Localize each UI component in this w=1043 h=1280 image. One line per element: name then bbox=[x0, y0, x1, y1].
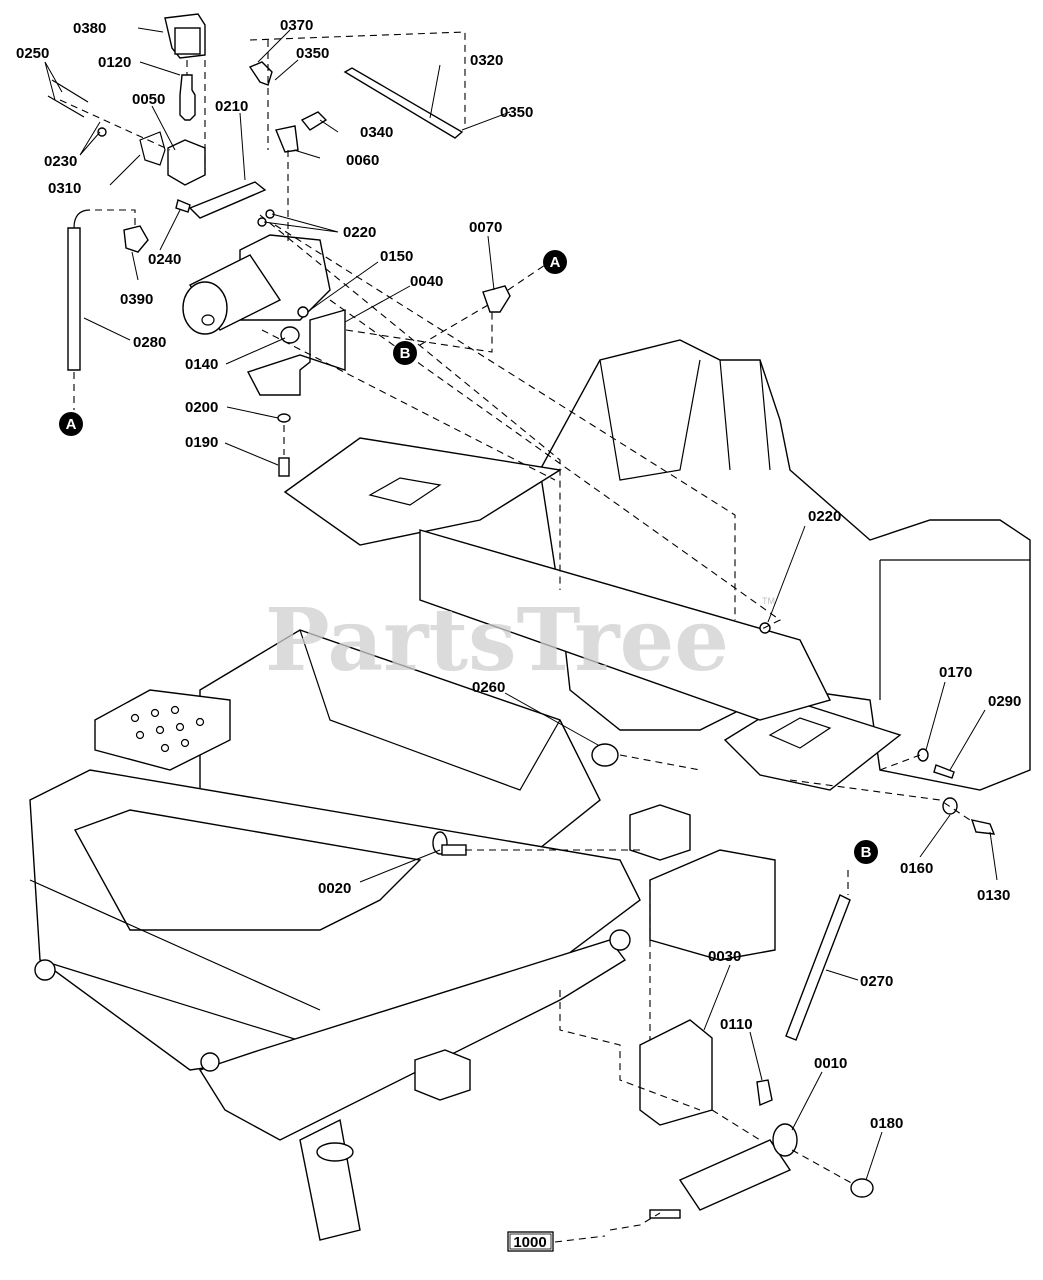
elbow-fitting-0390 bbox=[123, 225, 149, 253]
nut-0220-top bbox=[265, 209, 275, 219]
mower-frame bbox=[29, 339, 1031, 1241]
hose-0270 bbox=[785, 894, 851, 1041]
hydraulic-pump-motor bbox=[182, 234, 331, 335]
elbow-fitting-0060 bbox=[275, 125, 299, 153]
washer-0200 bbox=[277, 413, 291, 423]
spacer-0140 bbox=[280, 326, 300, 344]
callout-0030[interactable]: 0030 bbox=[708, 948, 741, 965]
bolt-0020 bbox=[432, 831, 467, 856]
elbow-fitting-0370 bbox=[248, 61, 273, 86]
plate-0030 bbox=[639, 1019, 713, 1126]
nut-0180 bbox=[850, 1178, 874, 1198]
svg-text:A: A bbox=[550, 254, 561, 271]
callout-0370[interactable]: 0370 bbox=[280, 17, 313, 34]
washer-0160 bbox=[942, 797, 958, 815]
bracket-0210 bbox=[188, 181, 267, 219]
callout-0350[interactable]: 0350 bbox=[296, 45, 329, 62]
callout-0390[interactable]: 0390 bbox=[120, 291, 153, 308]
bolt-0250 bbox=[47, 79, 89, 118]
callout-0160[interactable]: 0160 bbox=[900, 860, 933, 877]
partstree-watermark: PartsTree bbox=[265, 590, 729, 691]
callout-0140[interactable]: 0140 bbox=[185, 356, 218, 373]
fitting-0110 bbox=[756, 1079, 773, 1106]
callout-0250[interactable]: 0250 bbox=[16, 45, 49, 62]
callout-0130[interactable]: 0130 bbox=[977, 887, 1010, 904]
callout-0290[interactable]: 0290 bbox=[988, 693, 1021, 710]
svg-text:A: A bbox=[66, 416, 77, 433]
callout-0020[interactable]: 0020 bbox=[318, 880, 351, 897]
callout-0270[interactable]: 0270 bbox=[860, 973, 893, 990]
callout-0200[interactable]: 0200 bbox=[185, 399, 218, 416]
callout-0210[interactable]: 0210 bbox=[215, 98, 248, 115]
connector-badge-b-hose[interactable]: B bbox=[854, 840, 878, 864]
callout-0220[interactable]: 0220 bbox=[343, 224, 376, 241]
washer-0170 bbox=[917, 748, 929, 762]
connector-badge-b-top[interactable]: B bbox=[393, 341, 417, 365]
callout-0190[interactable]: 0190 bbox=[185, 434, 218, 451]
callout-0040[interactable]: 0040 bbox=[410, 273, 443, 290]
callout-0310[interactable]: 0310 bbox=[48, 180, 81, 197]
callout-0260[interactable]: 0260 bbox=[472, 679, 505, 696]
callout-0050[interactable]: 0050 bbox=[132, 91, 165, 108]
tube-0320 bbox=[343, 67, 464, 139]
callout-0070[interactable]: 0070 bbox=[469, 219, 502, 236]
fitting-0340 bbox=[300, 111, 328, 131]
bolt-0190 bbox=[278, 457, 290, 477]
svg-text:B: B bbox=[400, 345, 411, 362]
callout-0230[interactable]: 0230 bbox=[44, 153, 77, 170]
washer-0150 bbox=[297, 306, 309, 318]
screw-0240 bbox=[175, 199, 191, 213]
connector-badge-a-hose[interactable]: A bbox=[59, 412, 83, 436]
callout-0320[interactable]: 0320 bbox=[470, 52, 503, 69]
leader-lines bbox=[44, 27, 998, 1181]
callout-0380[interactable]: 0380 bbox=[73, 20, 106, 37]
svg-text:1000: 1000 bbox=[513, 1234, 546, 1251]
callout-0220-frame[interactable]: 0220 bbox=[808, 508, 841, 525]
tee-fitting-0070 bbox=[482, 285, 511, 313]
callout-0340[interactable]: 0340 bbox=[360, 124, 393, 141]
callout-0350-right[interactable]: 0350 bbox=[500, 104, 533, 121]
callout-0150[interactable]: 0150 bbox=[380, 248, 413, 265]
callout-0240[interactable]: 0240 bbox=[148, 251, 181, 268]
solenoid-coil-0380 bbox=[164, 13, 206, 59]
callout-0120[interactable]: 0120 bbox=[98, 54, 131, 71]
bolt-0130 bbox=[970, 819, 996, 835]
washer-0230 bbox=[97, 127, 107, 137]
clamp-0310 bbox=[139, 131, 166, 166]
svg-text:B: B bbox=[861, 844, 872, 861]
assembly-lines bbox=[59, 31, 971, 1243]
callout-0170[interactable]: 0170 bbox=[939, 664, 972, 681]
callout-0110[interactable]: 0110 bbox=[720, 1016, 753, 1033]
grommet-0260 bbox=[591, 743, 619, 767]
connector-badge-a-top[interactable]: A bbox=[543, 250, 567, 274]
trademark-symbol: TM bbox=[762, 596, 775, 606]
callout-0060[interactable]: 0060 bbox=[346, 152, 379, 169]
hydraulic-cylinder-0010 bbox=[649, 1123, 798, 1219]
hose-0280 bbox=[67, 227, 81, 371]
bolt-0290 bbox=[933, 764, 955, 779]
valve-0120 bbox=[179, 74, 196, 121]
callout-0180[interactable]: 0180 bbox=[870, 1115, 903, 1132]
assembly-reference-1000[interactable]: 1000 bbox=[507, 1231, 554, 1252]
callout-0010[interactable]: 0010 bbox=[814, 1055, 847, 1072]
mounting-bracket-0040 bbox=[246, 309, 346, 396]
callout-0280[interactable]: 0280 bbox=[133, 334, 166, 351]
